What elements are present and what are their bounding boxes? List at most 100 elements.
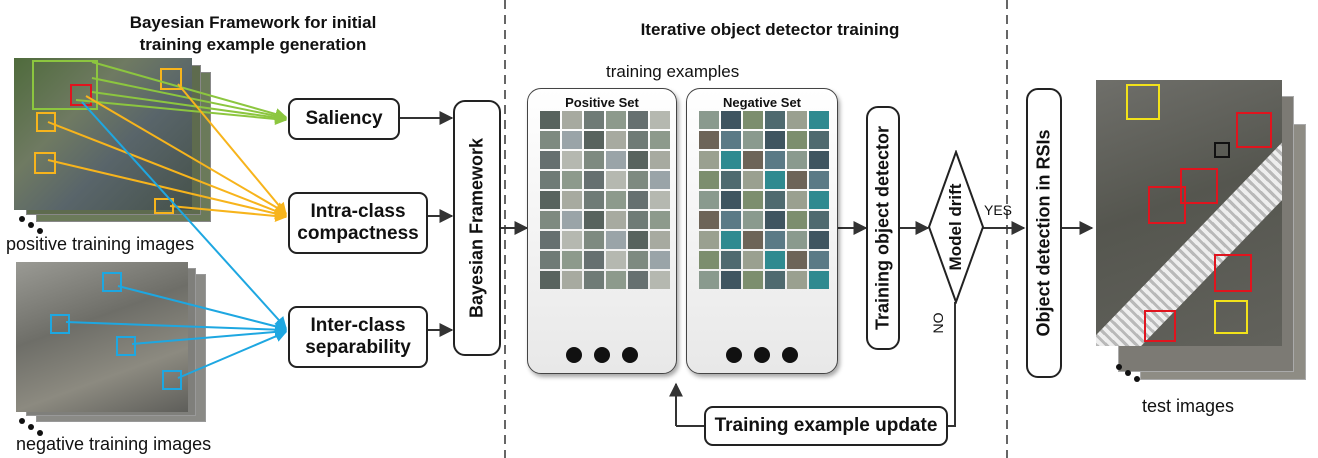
thumbnail xyxy=(540,191,560,209)
thumbnail xyxy=(562,251,582,269)
object-detection-node: Object detection in RSIs xyxy=(1026,88,1062,378)
thumbnail xyxy=(584,171,604,189)
thumbnail xyxy=(743,211,763,229)
negative-thumbnail-grid xyxy=(699,111,829,289)
thumbnail xyxy=(562,271,582,289)
training-examples-label: training examples xyxy=(606,62,740,81)
thumbnail xyxy=(584,211,604,229)
thumbnail xyxy=(787,251,807,269)
thumbnail xyxy=(628,231,648,249)
ellipsis-dot xyxy=(1134,376,1140,382)
thumbnail xyxy=(540,251,560,269)
thumbnail xyxy=(787,171,807,189)
model-drift-label: Model drift xyxy=(946,183,965,271)
thumbnail xyxy=(721,211,741,229)
ellipsis-dot xyxy=(726,347,742,363)
test-images-caption: test images xyxy=(1142,396,1235,416)
thumbnail xyxy=(628,271,648,289)
iterative-section-header: Iterative object detector training xyxy=(640,20,900,39)
no-label: NO xyxy=(930,312,946,334)
thumbnail xyxy=(809,231,829,249)
thumbnail xyxy=(743,131,763,149)
thumbnail xyxy=(562,231,582,249)
thumbnail xyxy=(540,131,560,149)
ellipsis-dot xyxy=(566,347,582,363)
thumbnail xyxy=(743,271,763,289)
thumbnail xyxy=(628,131,648,149)
thumbnail xyxy=(699,191,719,209)
thumbnail xyxy=(787,131,807,149)
thumbnail xyxy=(628,251,648,269)
thumbnail xyxy=(650,231,670,249)
thumbnail xyxy=(721,231,741,249)
positive-thumbnail-grid xyxy=(540,111,670,289)
thumbnail xyxy=(721,171,741,189)
thumbnail xyxy=(562,211,582,229)
thumbnail xyxy=(765,191,785,209)
thumbnail xyxy=(743,171,763,189)
thumbnail xyxy=(699,111,719,129)
ellipsis-dot xyxy=(622,347,638,363)
thumbnail xyxy=(606,271,626,289)
thumbnail xyxy=(650,131,670,149)
thumbnail xyxy=(606,191,626,209)
negative-set-title: Negative Set xyxy=(722,95,802,110)
thumbnail xyxy=(540,271,560,289)
thumbnail xyxy=(699,131,719,149)
thumbnail xyxy=(765,151,785,169)
thumbnail xyxy=(628,171,648,189)
ellipsis-dot xyxy=(28,222,34,228)
thumbnail xyxy=(650,191,670,209)
saliency-node: Saliency xyxy=(288,98,400,140)
positive-images-caption: positive training images xyxy=(6,234,195,254)
thumbnail xyxy=(628,191,648,209)
thumbnail xyxy=(721,271,741,289)
thumbnail xyxy=(699,151,719,169)
negative-set-panel: Negative Set xyxy=(686,88,838,374)
thumbnail xyxy=(650,251,670,269)
thumbnail xyxy=(721,111,741,129)
ellipsis-dot xyxy=(782,347,798,363)
ellipsis-dot xyxy=(1125,370,1131,376)
thumbnail xyxy=(809,171,829,189)
thumbnail xyxy=(809,251,829,269)
thumbnail xyxy=(628,211,648,229)
thumbnail xyxy=(606,111,626,129)
thumbnail xyxy=(809,111,829,129)
positive-set-panel: Positive Set xyxy=(527,88,677,374)
positive-training-image xyxy=(14,58,192,214)
thumbnail xyxy=(765,271,785,289)
thumbnail xyxy=(809,271,829,289)
thumbnail xyxy=(540,231,560,249)
ellipsis-dot xyxy=(1116,364,1122,370)
example-update-node: Training example update xyxy=(704,406,948,446)
thumbnail xyxy=(809,131,829,149)
ellipsis-dot xyxy=(19,216,25,222)
ellipsis-dot xyxy=(594,347,610,363)
thumbnail xyxy=(562,111,582,129)
thumbnail xyxy=(650,171,670,189)
training-detector-node: Training object detector xyxy=(866,106,900,350)
thumbnail xyxy=(787,231,807,249)
ellipsis-dot xyxy=(37,430,43,436)
thumbnail xyxy=(765,211,785,229)
thumbnail xyxy=(584,151,604,169)
thumbnail xyxy=(721,251,741,269)
thumbnail xyxy=(606,231,626,249)
thumbnail xyxy=(540,211,560,229)
thumbnail xyxy=(628,151,648,169)
thumbnail xyxy=(765,171,785,189)
thumbnail xyxy=(699,211,719,229)
thumbnail xyxy=(540,111,560,129)
thumbnail xyxy=(584,271,604,289)
ellipsis-dot xyxy=(37,228,43,234)
thumbnail xyxy=(650,111,670,129)
inter-class-node: Inter-class separability xyxy=(288,306,428,368)
thumbnail xyxy=(699,271,719,289)
thumbnail xyxy=(606,211,626,229)
thumbnail xyxy=(606,131,626,149)
thumbnail xyxy=(606,251,626,269)
thumbnail xyxy=(743,191,763,209)
